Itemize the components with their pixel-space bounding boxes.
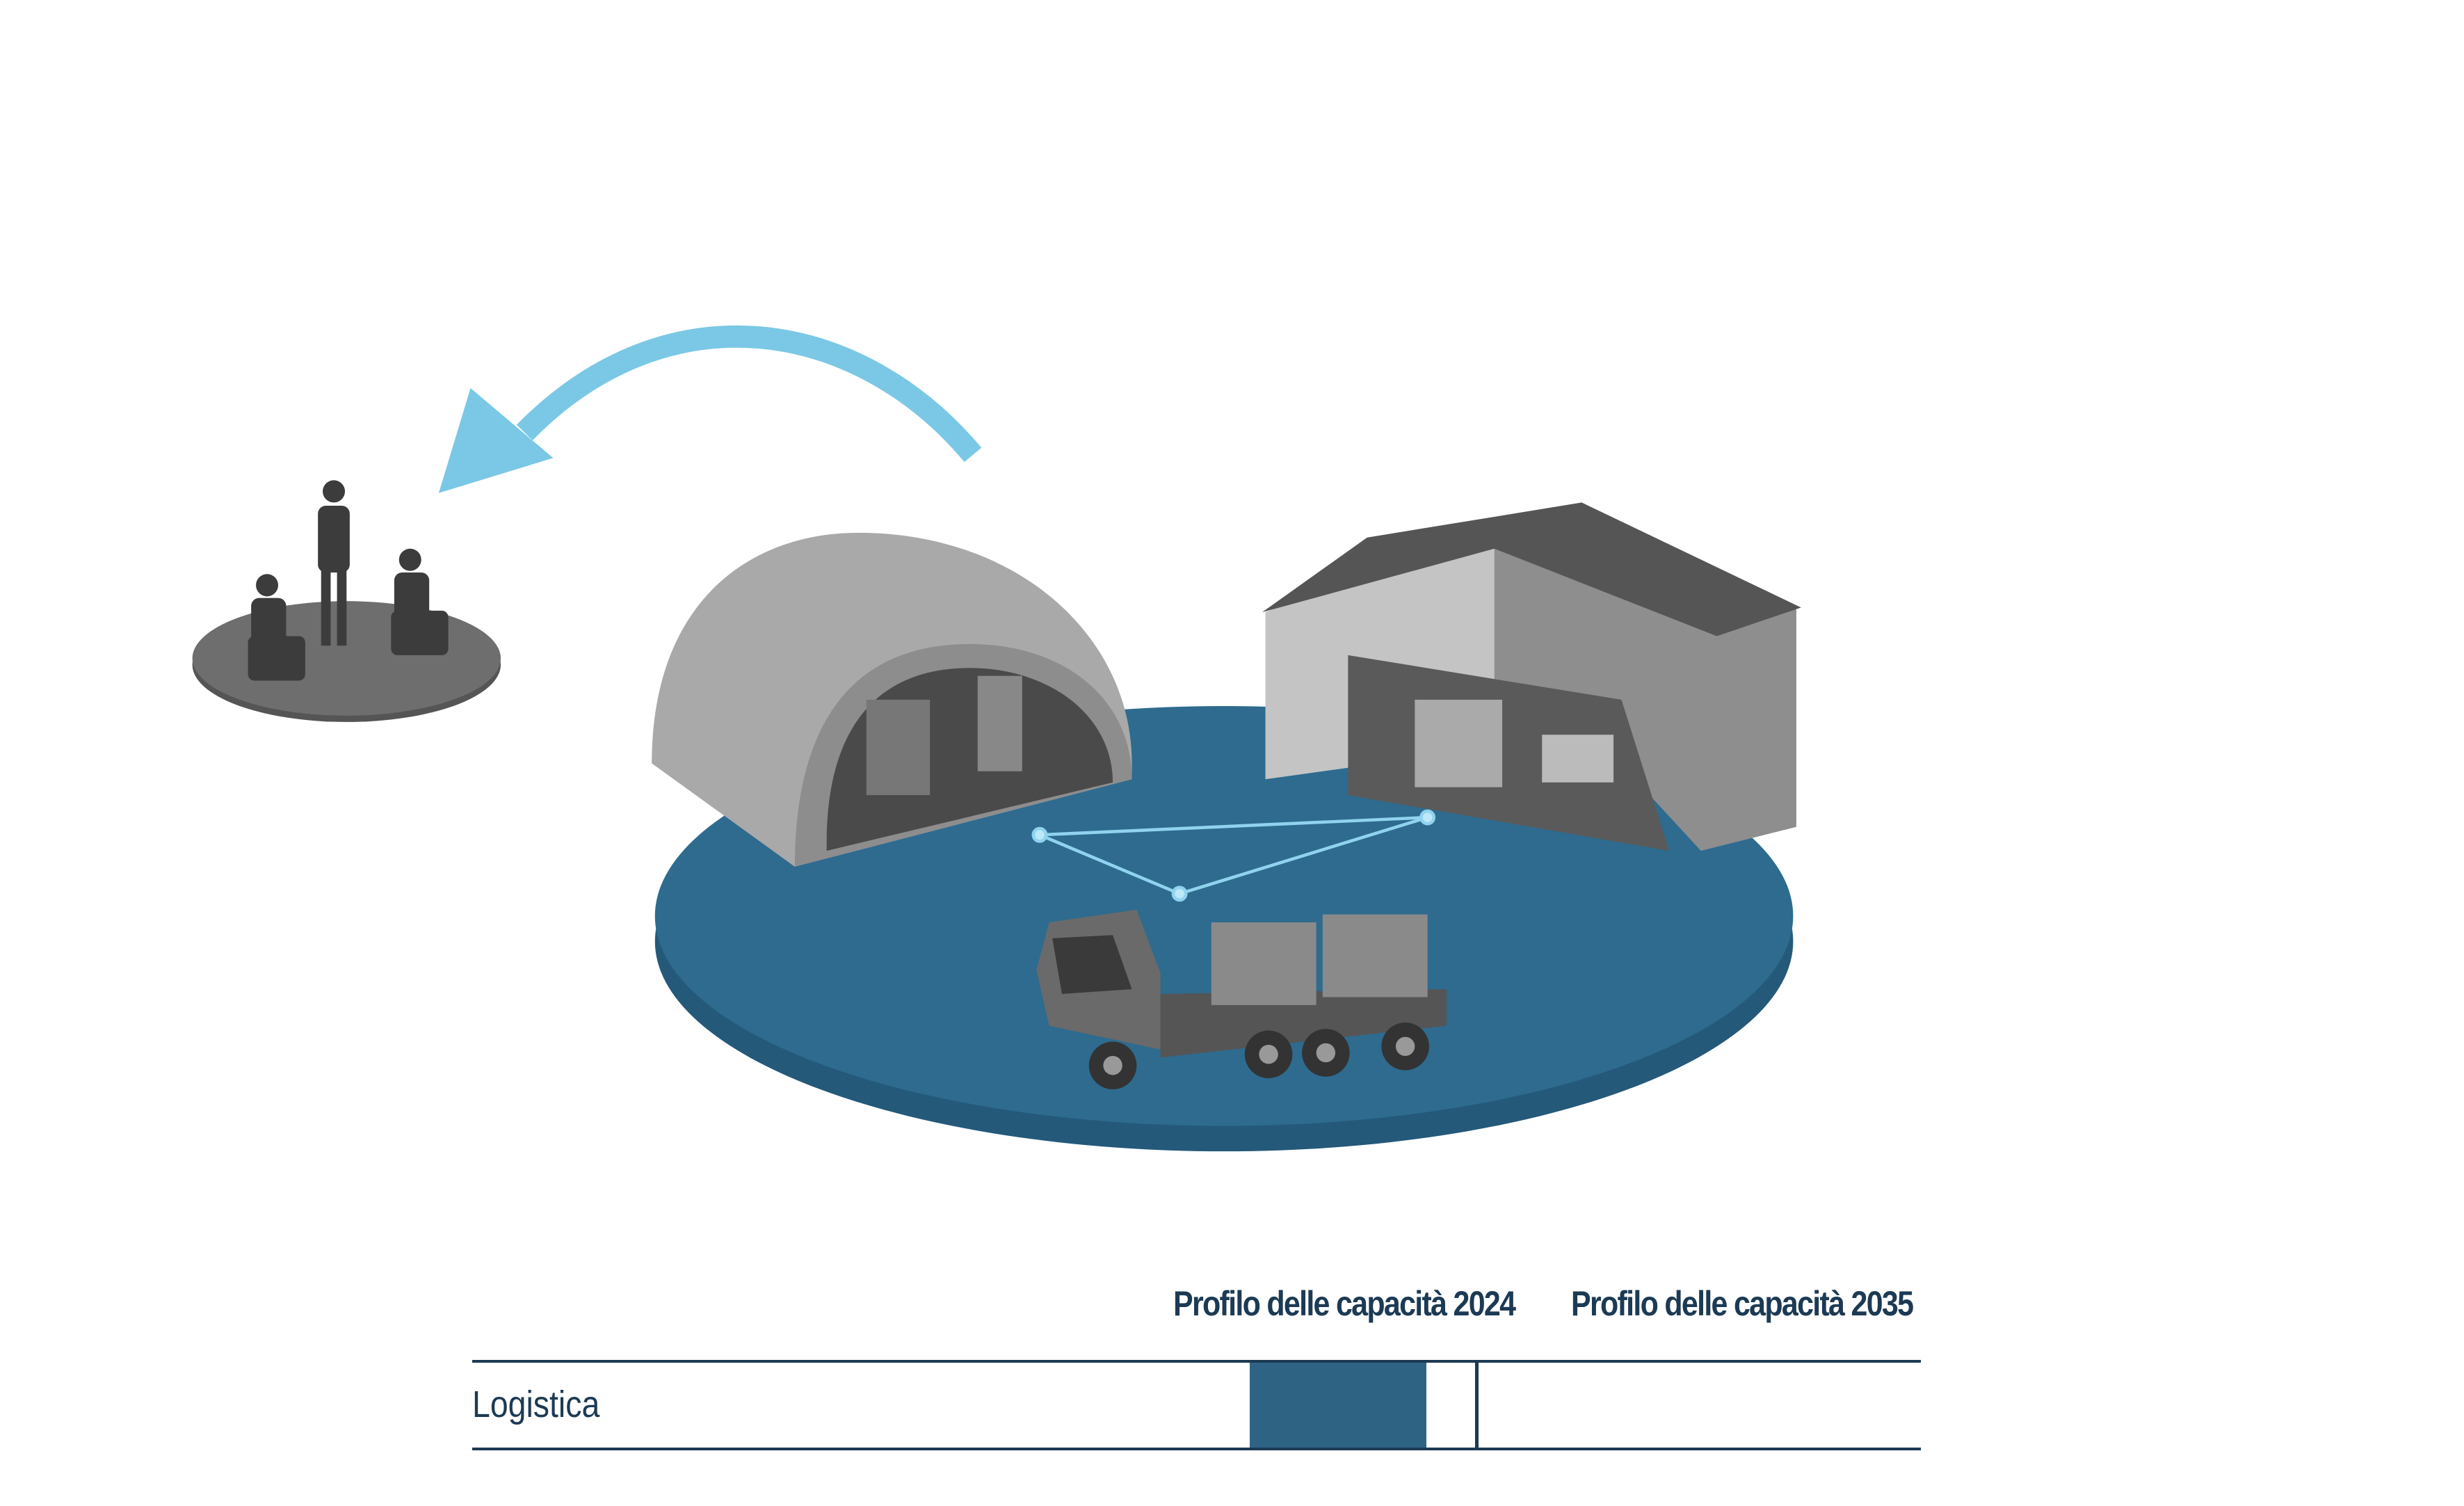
soldier-icon <box>318 480 350 646</box>
table-bottom-divider <box>472 1448 1921 1450</box>
quonset-hut-icon <box>652 532 1132 867</box>
network-lines <box>1031 809 1436 902</box>
capability-2024-bar <box>1250 1363 1426 1449</box>
table-top-divider <box>472 1360 1921 1363</box>
warehouse-icon <box>1262 502 1801 851</box>
header-capability-2035: Profilo delle capacità 2035 <box>1571 1284 1914 1323</box>
soldiers-group <box>192 480 501 722</box>
header-capability-2024: Profilo delle capacità 2024 <box>1173 1284 1516 1323</box>
capability-2035-marker <box>1475 1363 1479 1449</box>
soldier-kneeling-icon <box>248 574 305 681</box>
arrow-icon <box>438 325 982 493</box>
truck-icon <box>1036 909 1447 1090</box>
soldier-kneeling-icon <box>391 548 449 655</box>
row-label-logistica: Logistica <box>472 1384 600 1425</box>
